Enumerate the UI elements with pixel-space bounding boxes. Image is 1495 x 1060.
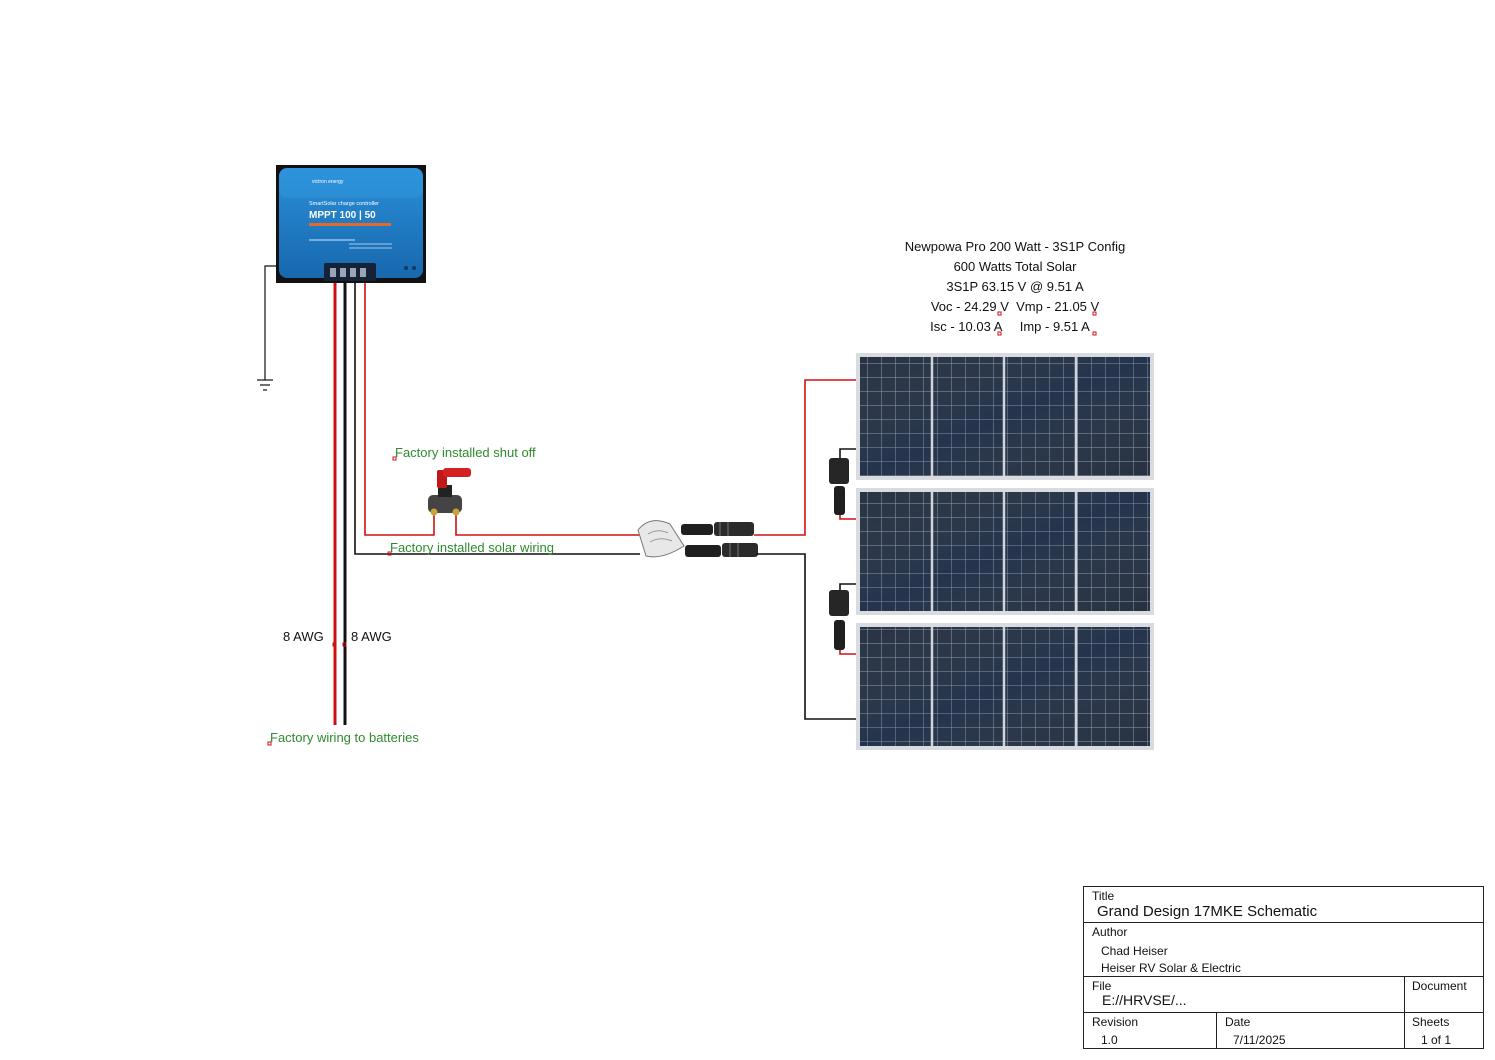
sheets-caption: Sheets: [1412, 1015, 1450, 1029]
title-caption: Title: [1092, 889, 1115, 903]
roof-cable-entry: [637, 520, 685, 558]
panel-spec-line-5: Isc - 10.03 A Imp - 9.51 A: [930, 319, 1090, 334]
pv-wires-controller-side: [354, 282, 640, 555]
controller-subtitle: SmartSolar charge controller: [309, 201, 379, 207]
pv-wires-roof-side: [754, 379, 858, 720]
title-cell: Title Grand Design 17MKE Schematic: [1083, 886, 1484, 923]
file-caption: File: [1092, 979, 1112, 993]
file-value: E://HRVSE/...: [1102, 992, 1187, 1008]
date-caption: Date: [1225, 1015, 1251, 1029]
panel-spec-line-1: Newpowa Pro 200 Watt - 3S1P Config: [904, 239, 1126, 254]
author-name: Chad Heiser: [1101, 944, 1168, 958]
revision-caption: Revision: [1092, 1015, 1139, 1029]
revision-cell: Revision 1.0: [1083, 1012, 1217, 1049]
solar-wiring-label: Factory installed solar wiring: [390, 540, 555, 555]
date-value: 7/11/2025: [1233, 1033, 1286, 1047]
awg-label-left: 8 AWG: [283, 629, 324, 644]
shutoff-switch: [428, 468, 471, 516]
mppt-charge-controller: victron energy SmartSolar charge control…: [276, 165, 426, 283]
panel-spec-line-2: 600 Watts Total Solar: [953, 259, 1077, 274]
author-company: Heiser RV Solar & Electric: [1101, 961, 1241, 975]
panel-spec-line-3: 3S1P 63.15 V @ 9.51 A: [946, 279, 1084, 294]
solar-panel-1: [856, 353, 1154, 480]
revision-value: 1.0: [1101, 1033, 1118, 1047]
awg-label-right: 8 AWG: [351, 629, 392, 644]
solar-panel-2: [856, 488, 1154, 615]
shutoff-label: Factory installed shut off: [395, 445, 536, 460]
document-caption: Document: [1412, 979, 1467, 993]
battery-wiring-label: Factory wiring to batteries: [270, 730, 419, 745]
mc4-connectors-series: [829, 458, 849, 650]
ground-connection: [257, 265, 276, 391]
author-cell: Author Chad Heiser Heiser RV Solar & Ele…: [1083, 922, 1484, 977]
sheets-cell: Sheets 1 of 1: [1404, 1012, 1484, 1049]
controller-brand: victron energy: [312, 179, 344, 185]
anchor-markers: [267, 311, 1097, 746]
sheets-value: 1 of 1: [1421, 1033, 1452, 1047]
file-cell: File E://HRVSE/...: [1083, 976, 1405, 1013]
date-cell: Date 7/11/2025: [1216, 1012, 1405, 1049]
author-caption: Author: [1092, 925, 1128, 939]
document-cell: Document: [1404, 976, 1484, 1013]
mc4-connectors-entry: [681, 522, 758, 557]
controller-model: MPPT 100 | 50: [309, 210, 376, 221]
solar-panel-3: [856, 623, 1154, 750]
battery-wires: [333, 282, 347, 725]
panel-spec-line-4: Voc - 24.29 V Vmp - 21.05 V: [930, 299, 1100, 314]
title-value: Grand Design 17MKE Schematic: [1097, 903, 1318, 920]
